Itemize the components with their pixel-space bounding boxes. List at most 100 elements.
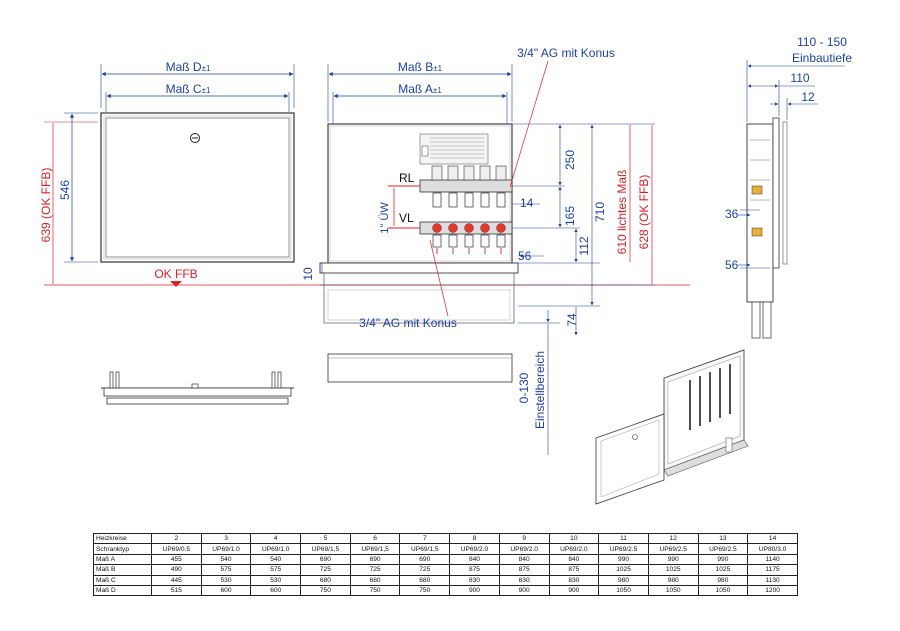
table-cell: 990 — [598, 553, 649, 566]
table-cell: UP69/2.0 — [548, 543, 600, 555]
table-cell: 9 — [498, 532, 550, 545]
dimension-mass-d: Maß D±1 — [100, 60, 295, 108]
row-header: Schranktyp — [93, 543, 152, 555]
table-cell: 1200 — [747, 584, 798, 597]
table-cell: 840 — [498, 553, 550, 566]
row-header: Heizkreise — [93, 532, 152, 545]
dim-110-label: 110 — [790, 71, 809, 85]
table-cell: 12 — [647, 532, 699, 545]
door-front-view — [100, 112, 295, 263]
dim-610-label: 610 lichtes Maß — [615, 170, 629, 255]
svg-text:Maß A±1: Maß A±1 — [398, 82, 442, 96]
table-cell: 830 — [498, 574, 550, 586]
dim-112-label: 112 — [577, 236, 591, 255]
table-cell: 725 — [349, 564, 401, 576]
table-cell: 490 — [151, 564, 202, 576]
cabinet-top-view — [101, 371, 294, 405]
table-cell: 680 — [300, 574, 351, 586]
table-cell: UP69/1.0 — [250, 543, 302, 555]
table-cell: UP69/2.5 — [647, 543, 699, 555]
table-cell: UP69/2.5 — [598, 543, 649, 555]
dim-628-label: 628 (OK FFB) — [637, 175, 651, 250]
table-cell: 515 — [151, 584, 202, 597]
cabinet-isometric-view — [595, 349, 749, 505]
table-cell: 540 — [250, 553, 302, 566]
table-cell: 13 — [697, 532, 749, 545]
table-cell: UP69/0.5 — [151, 543, 202, 555]
table-cell: 990 — [647, 553, 699, 566]
table-cell: 840 — [449, 553, 500, 566]
table-cell: 10 — [548, 532, 600, 545]
svg-text:Maß C±1: Maß C±1 — [166, 82, 211, 96]
mass-a-label: Maß A — [398, 82, 433, 96]
table-cell: 980 — [647, 574, 699, 586]
table-cell: 2 — [151, 532, 202, 545]
mass-d-tol: ±1 — [202, 64, 211, 73]
table-cell: 575 — [200, 564, 252, 576]
table-cell: UP69/2.0 — [498, 543, 550, 555]
depth-range-label: 110 - 150 — [797, 35, 847, 49]
table-cell: 600 — [200, 584, 252, 597]
table-cell: 690 — [300, 553, 351, 566]
table-cell: 3 — [200, 532, 252, 545]
table-cell: UP80/3.0 — [747, 543, 798, 555]
table-cell: 8 — [449, 532, 500, 545]
table-cell: 600 — [250, 584, 302, 597]
side-dimensions — [738, 60, 845, 269]
table-cell: 900 — [449, 584, 500, 597]
table-cell: 1050 — [697, 584, 749, 597]
konus-top-label: 3/4" AG mit Konus — [517, 46, 615, 60]
table-cell: 680 — [349, 574, 401, 586]
mass-b-tol: ±1 — [433, 64, 442, 73]
table-cell: 980 — [697, 574, 749, 586]
table-cell: 725 — [300, 564, 351, 576]
mass-a-tol: ±1 — [433, 86, 442, 95]
table-cell: 1025 — [647, 564, 699, 576]
row-header: Maß D — [93, 584, 152, 597]
table-cell: 680 — [399, 574, 451, 586]
dimension-639: 639 (OK FFB) — [39, 121, 98, 284]
dim-14-label: 14 — [520, 196, 534, 210]
row-header: Maß B — [93, 564, 152, 576]
dim-165-label: 165 — [563, 206, 577, 226]
dim-710-label: 710 — [593, 202, 607, 222]
rl-label: RL — [399, 171, 415, 185]
dimension-mass-a: Maß A±1 — [332, 82, 508, 124]
mass-d-label: Maß D — [166, 60, 202, 74]
table-cell: 11 — [598, 532, 649, 545]
table-cell: 1130 — [747, 574, 798, 586]
table-cell: 725 — [399, 564, 451, 576]
table-cell: 14 — [747, 532, 798, 545]
table-cell: 4 — [250, 532, 302, 545]
einstell-value-label: 0-130 — [517, 372, 531, 403]
table-cell: 990 — [697, 553, 749, 566]
table-cell: 575 — [250, 564, 302, 576]
table-cell: 445 — [151, 574, 202, 586]
uew-label: 1" ÜW — [379, 202, 391, 234]
table-cell: 6 — [349, 532, 401, 545]
table-cell: 1175 — [747, 564, 798, 576]
table-cell: 1050 — [647, 584, 699, 597]
table-cell: 690 — [399, 553, 451, 566]
table-cell: 900 — [548, 584, 600, 597]
konus-bottom-label: 3/4" AG mit Konus — [359, 316, 457, 330]
row-header: Maß C — [93, 574, 152, 586]
table-cell: UP69/1,5 — [399, 543, 451, 555]
dim-36-label: 36 — [725, 207, 739, 221]
table-cell: 540 — [200, 553, 252, 566]
table-cell: 1140 — [747, 553, 798, 566]
cabinet-side-view — [746, 117, 788, 339]
dimension-mass-c: Maß C±1 — [105, 82, 290, 112]
table-cell: 875 — [449, 564, 500, 576]
table-cell: UP69/1,5 — [300, 543, 351, 555]
dim-639-label: 639 (OK FFB) — [39, 168, 53, 243]
table-cell: 830 — [449, 574, 500, 586]
table-cell: 455 — [151, 553, 202, 566]
